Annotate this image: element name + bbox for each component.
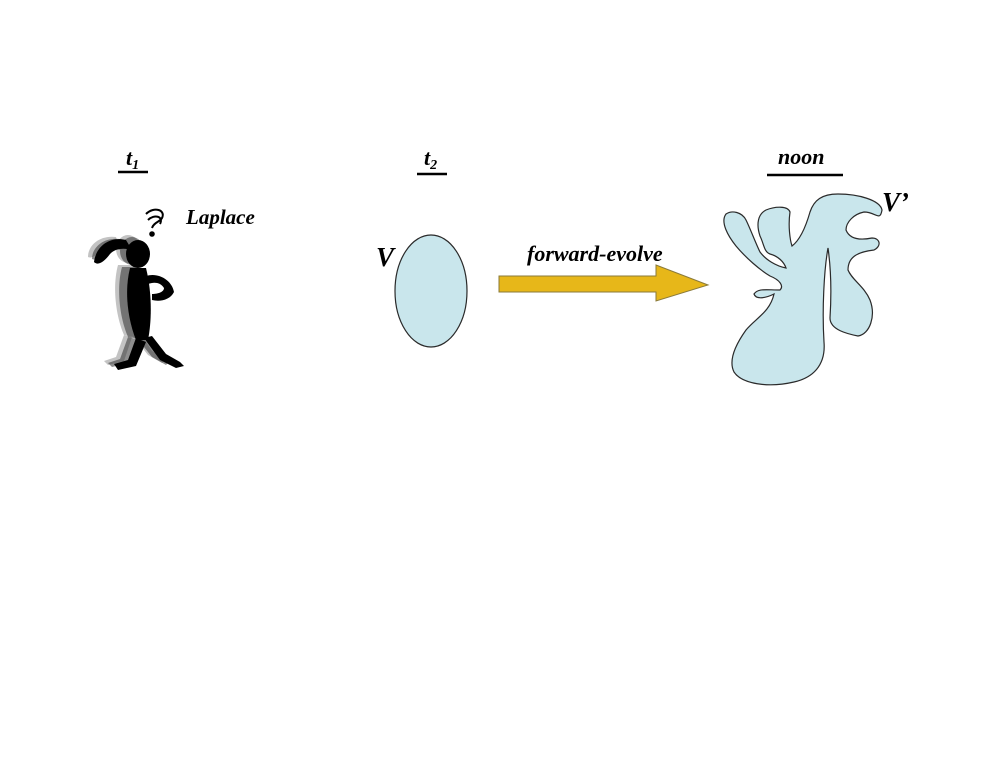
region-v-label: V xyxy=(376,242,396,272)
noon-label-text: noon xyxy=(778,144,824,169)
region-v-prime-label: V’ xyxy=(882,187,909,217)
t2-label-subscript: 2 xyxy=(429,158,437,173)
t1-label-subscript: 1 xyxy=(132,158,139,173)
laplace-label: Laplace xyxy=(185,205,255,229)
t1-label-base: t xyxy=(126,145,133,170)
forward-evolve-arrow xyxy=(498,264,710,302)
forward-evolve-label: forward-evolve xyxy=(527,241,663,266)
t2-time-label: t2 xyxy=(417,145,447,176)
svg-text:t1: t1 xyxy=(126,145,139,173)
t2-label-base: t xyxy=(424,145,431,170)
noon-time-label: noon xyxy=(767,144,843,177)
initial-region-v xyxy=(394,234,468,348)
t1-time-label: t1 xyxy=(118,145,148,174)
svg-text:t2: t2 xyxy=(424,145,437,173)
evolved-region-v-prime xyxy=(723,193,883,386)
puzzled-thinking-person-icon xyxy=(88,208,184,370)
